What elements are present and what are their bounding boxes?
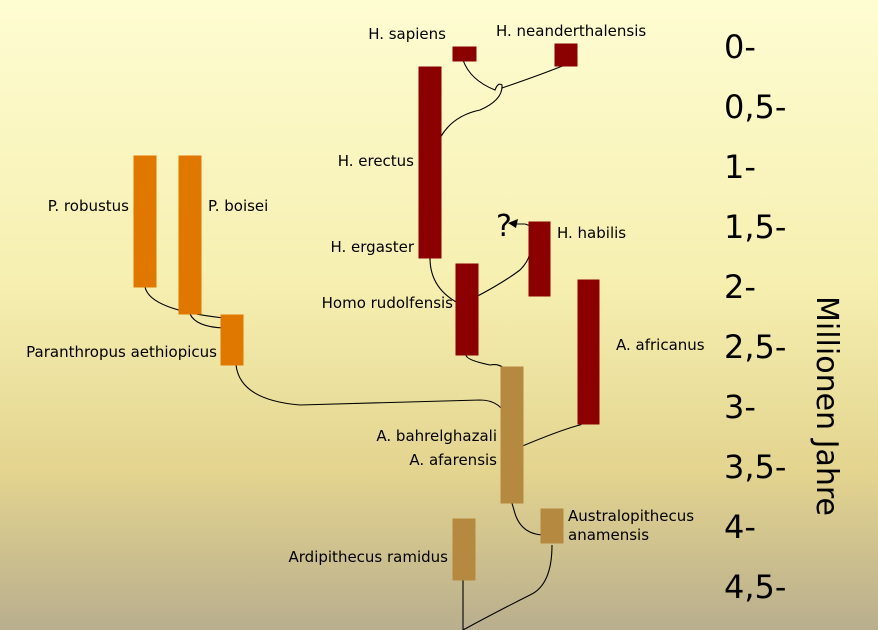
link-erectus-neanderthalensis xyxy=(501,64,566,89)
link-erectus-sapiens xyxy=(429,59,503,260)
label-homo-rudolfensis: Homo rudolfensis xyxy=(322,294,454,312)
bar-australopithecus-anamensis xyxy=(540,508,564,544)
axis-tick-4: 2- xyxy=(724,268,756,306)
bar-h-habilis xyxy=(528,221,551,297)
bar-ardipithecus-ramidus xyxy=(452,518,476,581)
axis-tick-1: 0,5- xyxy=(724,88,786,126)
axis-tick-2: 1- xyxy=(724,148,756,186)
axis-tick-5: 2,5- xyxy=(724,328,786,366)
species-bars xyxy=(133,43,600,581)
label-a-africanus: A. africanus xyxy=(616,336,705,354)
time-axis-ticks: 0- 0,5- 1- 1,5- 2- 2,5- 3- 3,5- 4- 4,5- xyxy=(724,28,786,606)
axis-tick-7: 3,5- xyxy=(724,448,786,486)
link-anamensis-afarensis xyxy=(510,499,546,536)
bar-paranthropus-aethiopicus xyxy=(220,314,244,366)
label-h-habilis: H. habilis xyxy=(557,224,626,242)
axis-title: Millionen Jahre xyxy=(809,296,844,516)
link-afarensis-africanus xyxy=(512,421,589,451)
link-aethiopicus-robustus xyxy=(144,286,225,319)
label-h-neanderthalensis: H. neanderthalensis xyxy=(496,22,646,40)
bar-homo-rudolfensis xyxy=(455,263,479,356)
bar-a-bahrelghazali xyxy=(500,366,524,504)
bar-a-africanus xyxy=(577,279,600,425)
bar-p-boisei xyxy=(178,155,202,315)
axis-tick-6: 3- xyxy=(724,388,756,426)
label-a-afarensis: A. afarensis xyxy=(409,451,497,469)
axis-tick-9: 4,5- xyxy=(724,568,786,606)
label-h-ergaster: H. ergaster xyxy=(331,238,415,256)
uncertain-ancestry-mark: ? xyxy=(496,209,512,244)
label-p-boisei: P. boisei xyxy=(208,197,268,215)
label-h-sapiens: H. sapiens xyxy=(368,25,446,43)
link-aethiopicus-boisei xyxy=(189,313,225,329)
label-paranthropus-aethiopicus: Paranthropus aethiopicus xyxy=(26,343,217,361)
bar-h-neanderthalensis xyxy=(554,43,578,67)
axis-tick-3: 1,5- xyxy=(724,208,786,246)
label-h-erectus: H. erectus xyxy=(338,152,414,170)
axis-tick-8: 4- xyxy=(724,508,756,546)
label-a-bahrelghazali: A. bahrelghazali xyxy=(376,427,497,445)
bar-h-erectus xyxy=(418,66,442,259)
label-ardipithecus-ramidus: Ardipithecus ramidus xyxy=(289,548,449,566)
bar-h-sapiens xyxy=(452,46,477,62)
axis-tick-0: 0- xyxy=(724,28,756,66)
link-ardipithecus-anamensis xyxy=(462,544,553,630)
label-p-robustus: P. robustus xyxy=(48,197,129,215)
bar-p-robustus xyxy=(133,155,157,288)
uncertain-arrowhead-icon xyxy=(508,219,518,228)
species-labels: H. sapiens H. neanderthalensis H. erectusH… xyxy=(26,22,705,566)
